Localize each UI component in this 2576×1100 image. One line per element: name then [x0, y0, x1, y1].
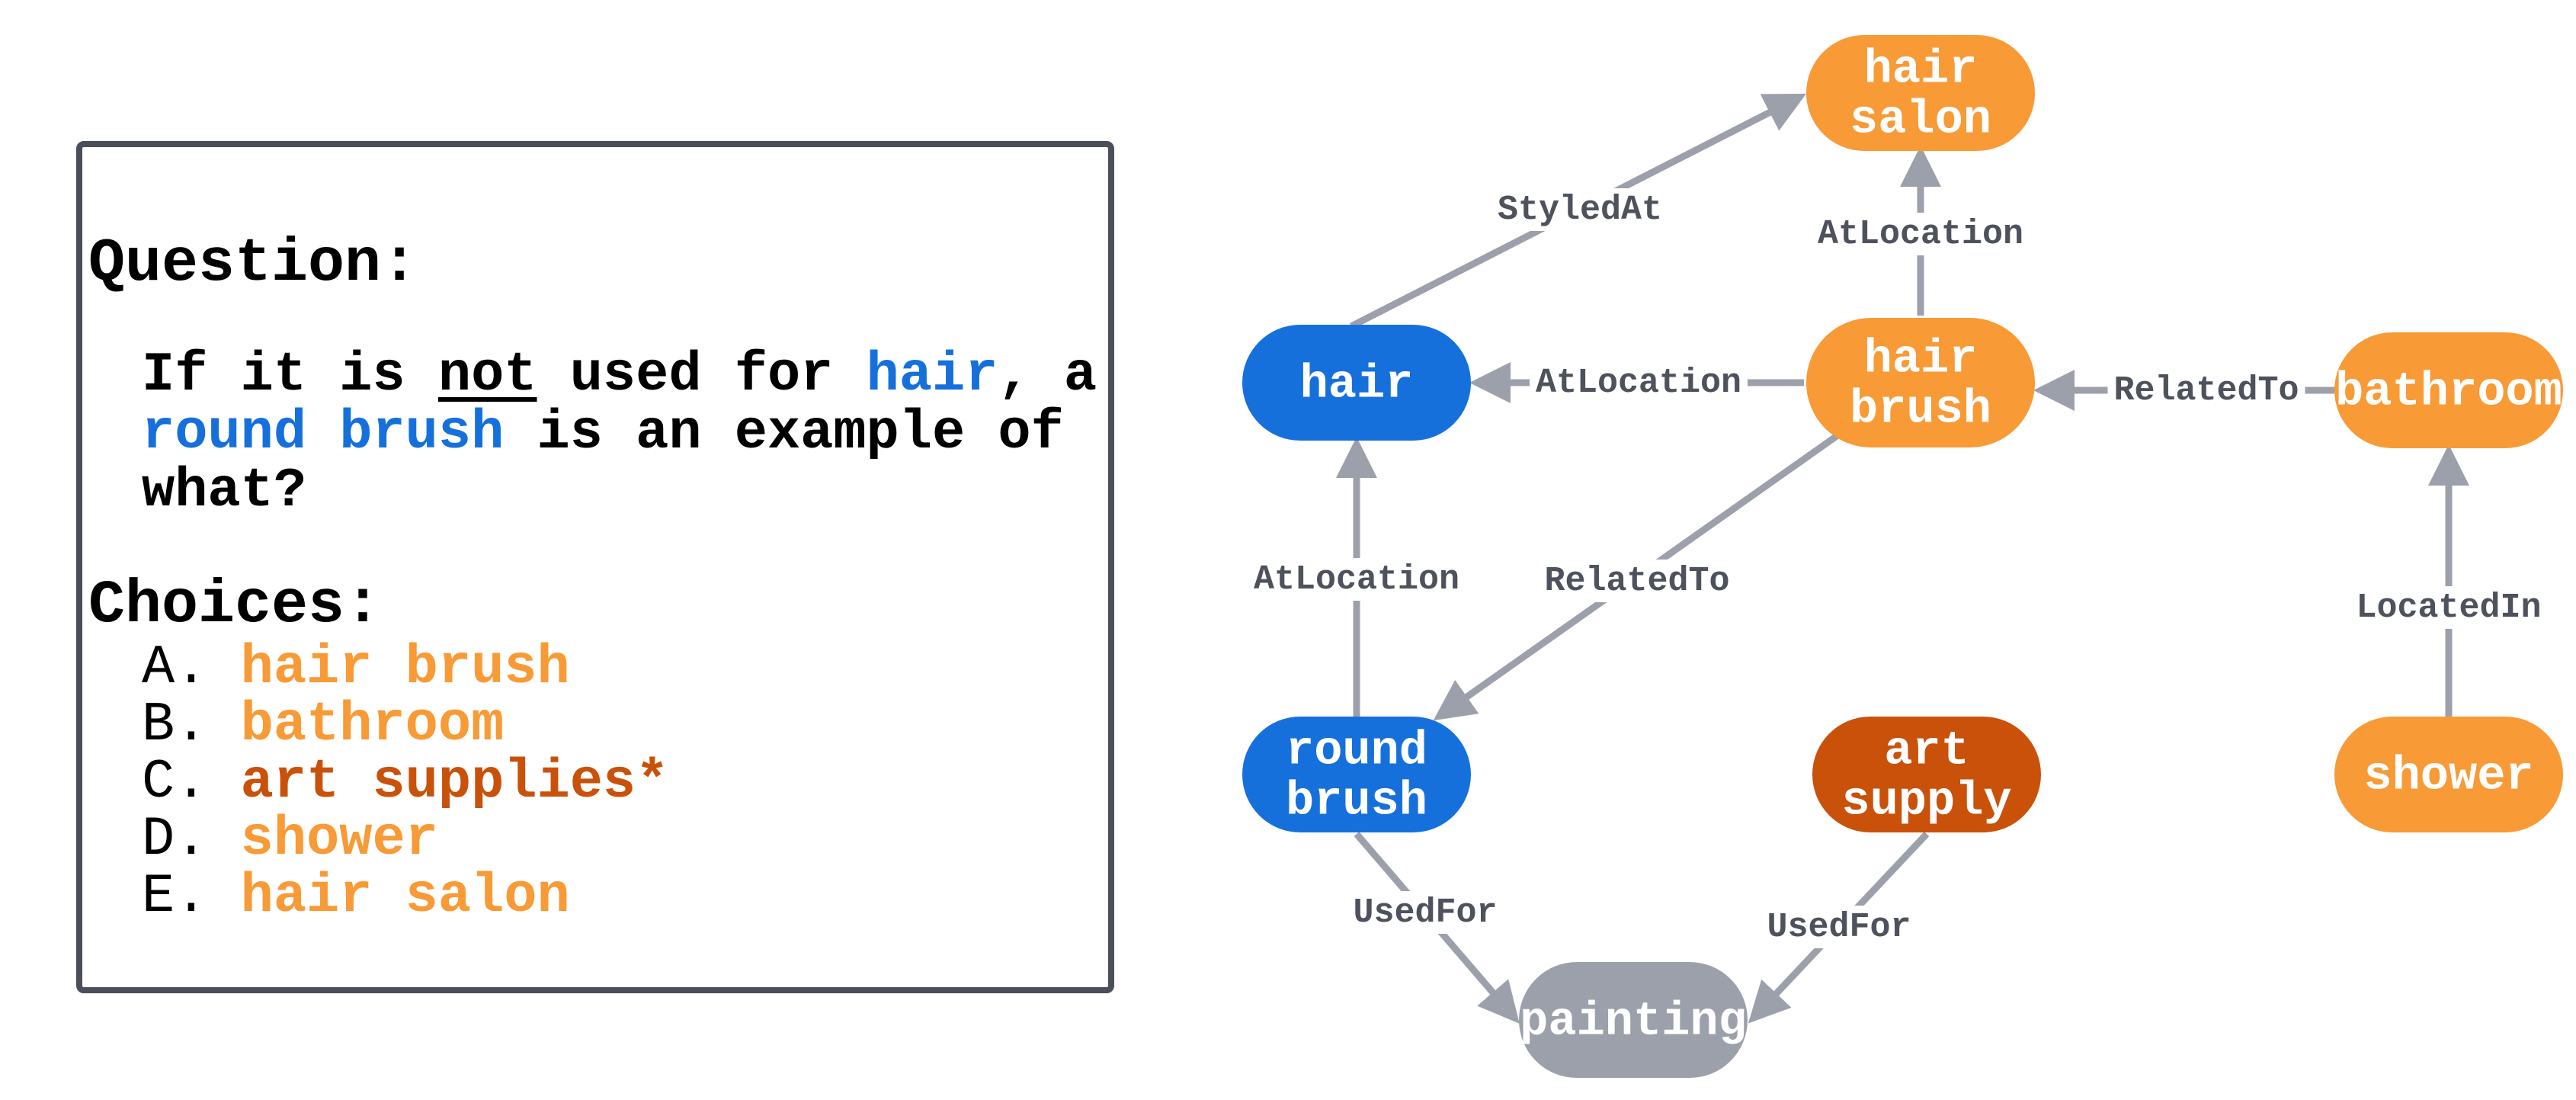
node-shape — [1242, 325, 1471, 441]
question-text: is an example of — [504, 402, 1064, 464]
edge-label-background — [1761, 906, 1918, 948]
node-painting: painting — [1519, 962, 1748, 1078]
edge-label-background — [1248, 558, 1466, 601]
node-shape — [2334, 332, 2563, 448]
choice-text: hair salon — [240, 865, 570, 928]
choice-e: E. hair salon — [142, 865, 570, 928]
node-label: hair — [1864, 332, 1978, 386]
node-label: hair — [1864, 42, 1978, 96]
choice-c: C. art supplies* — [142, 751, 668, 813]
choice-text: hair brush — [240, 637, 570, 699]
question-line-3: what? — [142, 460, 307, 522]
edge-label-background — [2107, 369, 2305, 412]
choice-label: D. — [142, 808, 241, 871]
node-shape — [1519, 962, 1748, 1078]
node-label: art — [1884, 723, 1969, 778]
node-bathroom: bathroom — [2334, 332, 2563, 448]
question-heading: Question: — [88, 229, 418, 299]
node-label: bathroom — [2335, 364, 2562, 419]
choice-text: bathroom — [240, 694, 505, 756]
edge-label-background — [1530, 361, 1748, 404]
keyword-hair: hair — [866, 344, 998, 406]
edge-label: AtLocation — [1818, 215, 2023, 254]
choice-text: shower — [240, 808, 438, 871]
node-label: brush — [1286, 774, 1427, 828]
choice-label: E. — [142, 865, 241, 928]
node-shape — [1812, 717, 2041, 832]
node-label: salon — [1850, 92, 1991, 146]
negation-word: not — [437, 344, 537, 406]
node-label: round — [1286, 723, 1427, 778]
edge-label: UsedFor — [1767, 908, 1911, 947]
question-text: , a — [998, 344, 1097, 406]
edge-label-background — [1491, 188, 1668, 231]
node-label: supply — [1841, 774, 2011, 828]
edge-label-background — [1538, 560, 1736, 602]
choice-label: B. — [142, 694, 241, 756]
choice-a: A. hair brush — [142, 637, 570, 699]
node-shape — [1806, 35, 2035, 151]
node-label: brush — [1850, 382, 1991, 436]
edge-label: LocatedIn — [2356, 588, 2541, 627]
edge-label-background — [1812, 213, 2030, 255]
question-text: If it is — [142, 344, 438, 406]
node-shape — [1242, 717, 1471, 832]
edge-label-background — [1347, 891, 1504, 934]
edge-label: AtLocation — [1536, 364, 1741, 402]
question-panel: Question: If it is not used for hair, a … — [76, 141, 1114, 993]
choice-d: D. shower — [142, 808, 438, 871]
node-shower: shower — [2334, 717, 2563, 832]
keyword-round-brush: round brush — [142, 402, 505, 464]
choice-text-correct: art supplies* — [240, 751, 669, 813]
edge-label: StyledAt — [1498, 191, 1662, 229]
node-label: painting — [1520, 994, 1747, 1048]
edge-label: RelatedTo — [1544, 562, 1729, 601]
node-hair: hair — [1242, 325, 1471, 441]
edge-label: AtLocation — [1254, 560, 1459, 599]
edge-label: RelatedTo — [2113, 371, 2299, 410]
choice-label: C. — [142, 751, 241, 813]
choice-label: A. — [142, 637, 241, 699]
choices-heading: Choices: — [88, 571, 382, 640]
choice-b: B. bathroom — [142, 694, 504, 756]
question-line-2: round brush is an example of — [142, 402, 1064, 464]
question-text: used for — [537, 344, 867, 406]
node-label: hair — [1300, 357, 1414, 411]
question-line-1: If it is not used for hair, a — [142, 344, 1097, 406]
edge-label-background — [2350, 586, 2548, 629]
node-shape — [1806, 318, 2035, 447]
node-shape — [2334, 717, 2563, 832]
node-label: shower — [2363, 749, 2533, 803]
edge-label: UsedFor — [1353, 893, 1497, 932]
